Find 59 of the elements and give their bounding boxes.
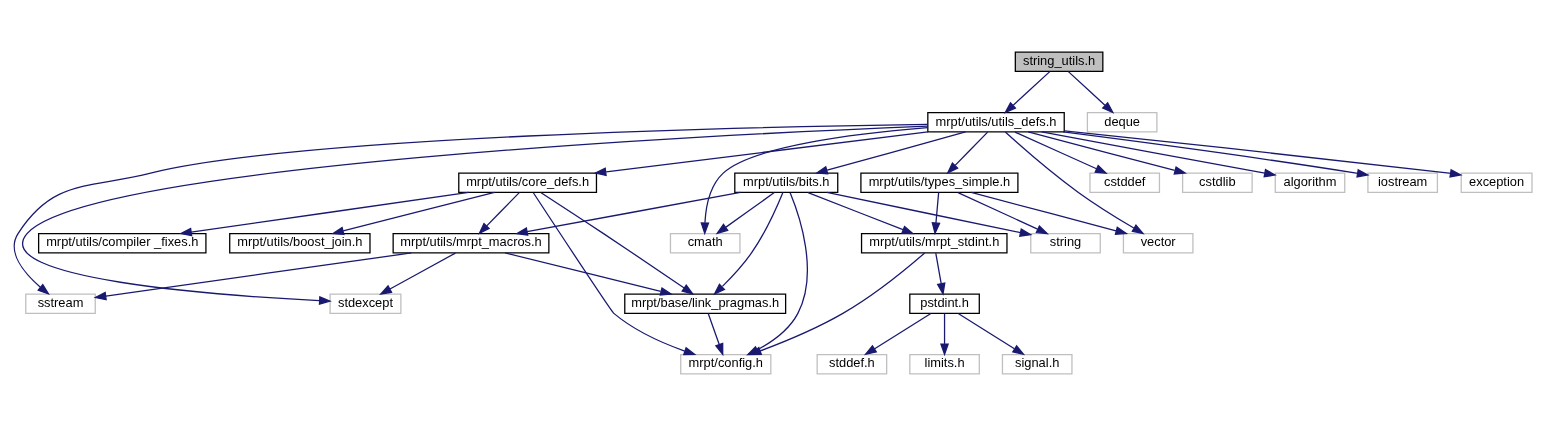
arrow [807,191,915,234]
node-box: string_utils.h [1014,51,1104,72]
node-box: mrpt/utils/types_simple.h [860,171,1019,193]
node-box: mrpt/utils/core_defs.h [458,171,598,193]
arrow [1003,70,1051,114]
node-box: cmath [669,232,741,254]
arrow [1062,130,1370,178]
node-box: exception [1460,171,1533,193]
arrow [707,312,724,356]
node-box: algorithm [1274,171,1346,193]
arrow [1041,130,1277,177]
node-box: signal.h [1001,353,1073,374]
arrow [700,126,929,235]
arrow [1014,130,1108,174]
arrow [715,191,775,234]
arrow [540,191,695,295]
node-box: pstdint.h [909,292,980,314]
arrow [931,191,941,235]
arrow [93,251,412,300]
node-box: mrpt/base/link_pragmas.h [624,292,787,314]
node-box: mrpt/config.h [680,353,772,374]
node-box: cstddef [1089,171,1161,193]
node-box: mrpt/utils/mrpt_stdint.h [860,232,1008,254]
node-box: stddef.h [816,353,888,374]
arrow [940,312,950,356]
arrow [1004,130,1145,234]
node-box: string [1030,232,1101,254]
arrow [1027,130,1187,175]
arrow [957,191,1049,234]
node-box: mrpt/utils/boost_join.h [229,232,371,254]
arrow [1067,70,1115,114]
arrow [713,191,784,295]
arrow [970,191,1129,235]
arrow [935,251,946,296]
node-box: mrpt/utils/compiler _fixes.h [38,232,207,254]
node-box: deque [1086,111,1158,133]
arrow [946,130,989,174]
node-box: iostream [1367,171,1439,193]
node-box: mrpt/utils/mrpt_macros.h [392,232,550,254]
node-box: cstdlib [1181,171,1253,193]
arrow [863,312,932,355]
node-box: stdexcept [329,292,402,314]
arrow [957,312,1026,355]
arrow [504,251,673,296]
arrow [1063,129,1463,178]
node-box: limits.h [909,353,980,374]
node-box: vector [1122,232,1194,254]
arrow [814,130,967,174]
arrow [331,191,496,235]
arrow [532,191,697,355]
arrow [478,191,520,235]
arrow [593,130,929,176]
node-box: sstream [25,292,96,314]
arrow [826,191,1033,237]
arrow [514,191,742,236]
arrow [379,251,457,295]
node-box: mrpt/utils/bits.h [734,171,839,193]
arrow [179,191,470,236]
node-box: mrpt/utils/utils_defs.h [927,111,1065,133]
